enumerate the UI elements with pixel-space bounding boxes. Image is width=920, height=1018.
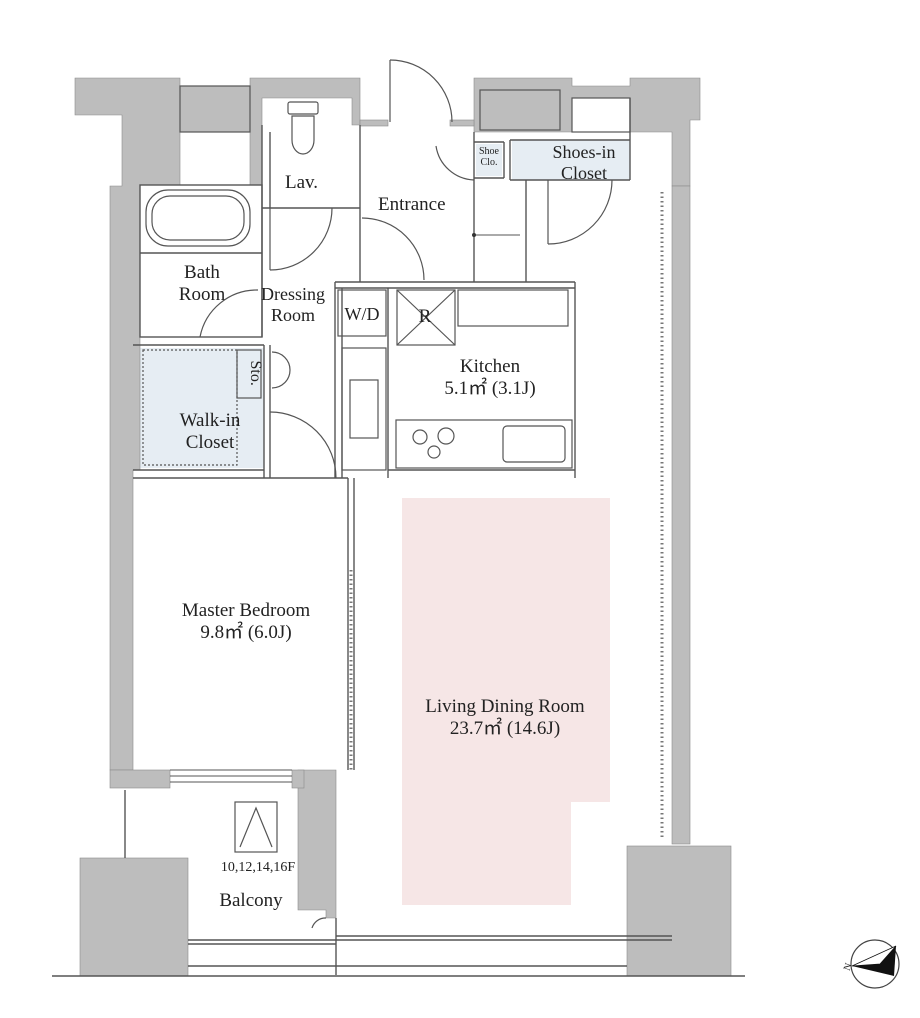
label-bath-room: Bath Room xyxy=(166,262,238,306)
label-entrance: Entrance xyxy=(378,194,446,215)
doors xyxy=(199,59,613,929)
label-bath-room-line1: Bath xyxy=(184,262,220,283)
washer-dryer xyxy=(337,289,387,337)
fixtures xyxy=(142,85,631,853)
label-living-dining-area: 23.7㎡ (14.6J) xyxy=(449,717,561,739)
label-kitchen-name: Kitchen xyxy=(459,356,521,377)
label-master-bedroom: Master Bedroom 9.8㎡ (6.0J) xyxy=(146,600,346,644)
burner xyxy=(412,429,428,445)
label-shoes-in-closet: Shoes-in Closet xyxy=(536,142,632,183)
label-sto: Sto. xyxy=(247,360,265,386)
label-dressing-room-line1: Dressing xyxy=(261,284,325,304)
kitchen-upper-counter xyxy=(457,289,569,327)
label-dressing-room: Dressing Room xyxy=(246,284,340,325)
refrigerator-box xyxy=(396,289,456,346)
balcony-hatch xyxy=(234,801,278,853)
walk-in-closet-area xyxy=(140,348,264,468)
label-living-dining-name: Living Dining Room xyxy=(425,696,585,717)
bedroom-window xyxy=(170,769,292,783)
label-lav: Lav. xyxy=(285,172,319,193)
label-shoe-clo: Shoe Clo. xyxy=(476,146,502,168)
label-wd: W/D xyxy=(344,304,380,324)
cooktop-counter xyxy=(395,419,573,469)
entrance-dot xyxy=(472,233,476,237)
toilet-tank xyxy=(287,101,319,115)
window-box-top-right xyxy=(479,89,561,131)
label-refrigerator: R xyxy=(418,306,432,327)
label-dressing-room-line2: Room xyxy=(270,304,315,325)
shoe-clo-area xyxy=(476,144,502,176)
label-kitchen-area: 5.1㎡ (3.1J) xyxy=(444,377,536,399)
living-dining-highlight xyxy=(402,498,610,905)
shoes-in-closet-area xyxy=(512,140,630,180)
interior-walls xyxy=(52,98,745,977)
label-kitchen: Kitchen 5.1㎡ (3.1J) xyxy=(410,356,570,400)
label-living-dining-room: Living Dining Room 23.7㎡ (14.6J) xyxy=(380,696,630,740)
label-master-bedroom-area: 9.8㎡ (6.0J) xyxy=(200,621,292,643)
label-bath-room-line2: Room xyxy=(178,283,226,305)
label-floors: 10,12,14,16F xyxy=(220,860,296,875)
label-shoe-clo-line2: Clo. xyxy=(480,156,498,168)
label-walk-in-closet-line2: Closet xyxy=(185,431,235,453)
sink xyxy=(502,425,566,463)
label-walk-in-closet: Walk-in Closet xyxy=(160,410,260,454)
label-shoes-in-closet-line1: Shoes-in xyxy=(552,142,616,162)
toilet-bowl xyxy=(291,115,315,155)
label-shoes-in-closet-line2: Closet xyxy=(560,162,607,183)
compass xyxy=(850,939,900,989)
hall-cabinet xyxy=(341,347,387,471)
label-walk-in-closet-line1: Walk-in xyxy=(179,410,241,431)
bathtub xyxy=(145,189,251,247)
label-shoe-clo-line1: Shoe xyxy=(479,146,499,157)
label-balcony: Balcony xyxy=(219,890,283,911)
window-box-top-left xyxy=(179,85,251,133)
walls xyxy=(74,77,732,977)
label-master-bedroom-name: Master Bedroom xyxy=(181,600,311,621)
